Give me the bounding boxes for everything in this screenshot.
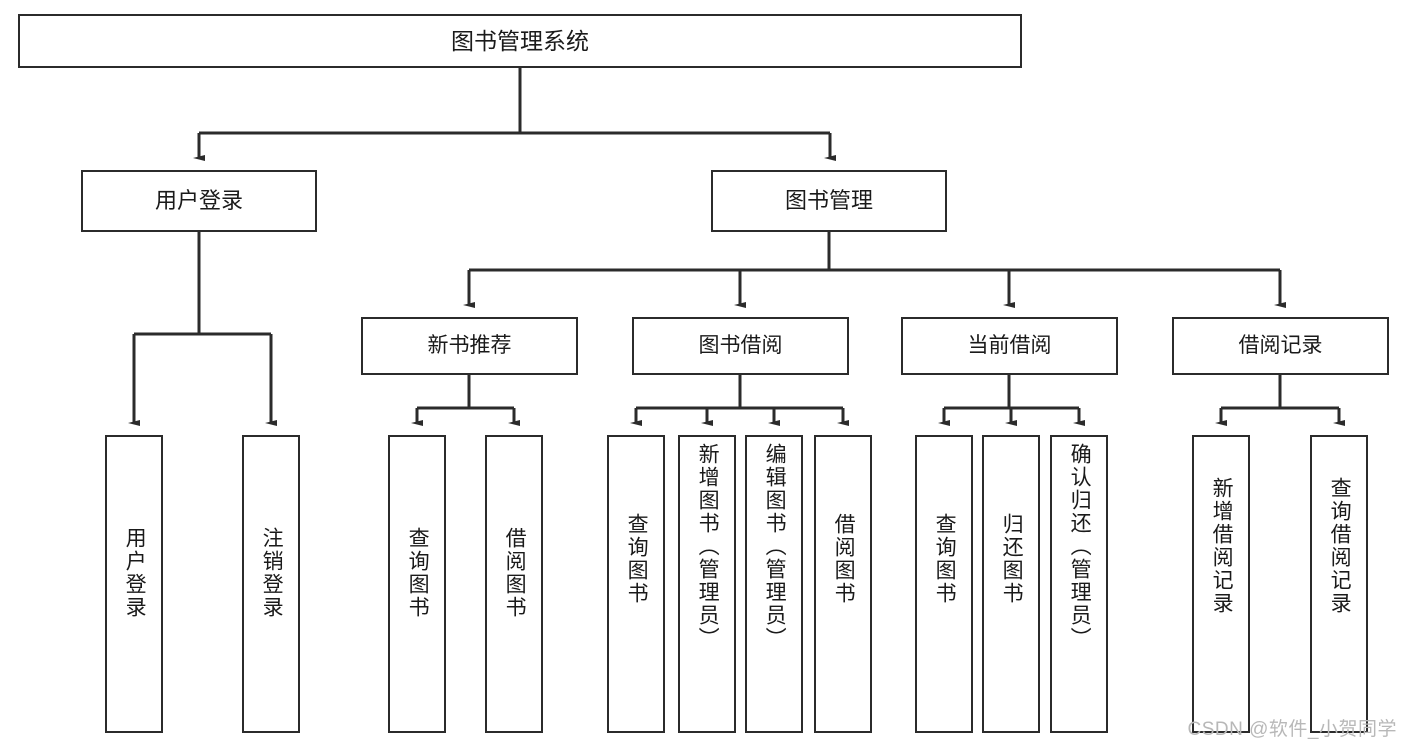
node-label: 查询图书	[933, 513, 957, 605]
node-label: 注销登录	[260, 527, 284, 619]
node-label: 借阅图书	[503, 527, 527, 619]
node-root-system[interactable]: 图书管理系统	[18, 14, 1022, 68]
leaf-user-logout[interactable]: 注销登录	[242, 435, 300, 733]
book-borrow-to-leaf-connectors	[630, 375, 849, 426]
node-label: 借阅图书	[832, 513, 856, 605]
node-label: 查询图书	[625, 513, 649, 605]
node-label: 借阅记录	[1238, 333, 1323, 357]
leaf-rec-borrow-book[interactable]: 借阅图书	[485, 435, 543, 733]
current-borrow-to-leaf-connectors	[938, 375, 1085, 426]
new-book-rec-to-leaf-connectors	[411, 375, 520, 426]
book-manage-to-level2-connectors	[463, 232, 1286, 308]
node-label: 查询借阅记录	[1328, 477, 1352, 615]
node-label: 新增借阅记录	[1210, 477, 1234, 615]
node-new-book-rec[interactable]: 新书推荐	[361, 317, 578, 375]
leaf-return-book[interactable]: 归还图书	[982, 435, 1040, 733]
node-book-borrow[interactable]: 图书借阅	[632, 317, 849, 375]
node-label: 编辑图书（管理员）	[763, 443, 787, 650]
node-label: 用户登录	[123, 527, 147, 619]
node-label: 当前借阅	[967, 333, 1052, 357]
node-book-manage[interactable]: 图书管理	[711, 170, 947, 232]
leaf-user-login[interactable]: 用户登录	[105, 435, 163, 733]
watermark-text: CSDN @软件_小贺同学	[1187, 719, 1397, 740]
node-user-login[interactable]: 用户登录	[81, 170, 317, 232]
leaf-rec-query-book[interactable]: 查询图书	[388, 435, 446, 733]
node-label: 用户登录	[154, 188, 243, 214]
node-label: 图书管理系统	[451, 27, 589, 54]
leaf-borrow-book[interactable]: 借阅图书	[814, 435, 872, 733]
node-label: 新增图书（管理员）	[696, 443, 720, 650]
node-label: 图书借阅	[698, 333, 783, 357]
leaf-add-borrow-record[interactable]: 新增借阅记录	[1192, 435, 1250, 733]
leaf-query-borrow-record[interactable]: 查询借阅记录	[1310, 435, 1368, 733]
leaf-cur-query-book[interactable]: 查询图书	[915, 435, 973, 733]
node-label: 查询图书	[406, 527, 430, 619]
root-to-level1-connectors	[193, 68, 836, 161]
node-label: 确认归还（管理员）	[1068, 443, 1092, 650]
borrow-record-to-leaf-connectors	[1215, 375, 1345, 426]
node-label: 新书推荐	[427, 333, 512, 357]
user-login-to-leaf-connectors	[128, 232, 277, 426]
node-current-borrow[interactable]: 当前借阅	[901, 317, 1118, 375]
node-borrow-record[interactable]: 借阅记录	[1172, 317, 1389, 375]
leaf-add-book-admin[interactable]: 新增图书（管理员）	[678, 435, 736, 733]
leaf-confirm-return-admin[interactable]: 确认归还（管理员）	[1050, 435, 1108, 733]
node-label: 图书管理	[784, 188, 873, 214]
leaf-borrow-query-book[interactable]: 查询图书	[607, 435, 665, 733]
leaf-edit-book-admin[interactable]: 编辑图书（管理员）	[745, 435, 803, 733]
node-label: 归还图书	[1000, 513, 1024, 605]
